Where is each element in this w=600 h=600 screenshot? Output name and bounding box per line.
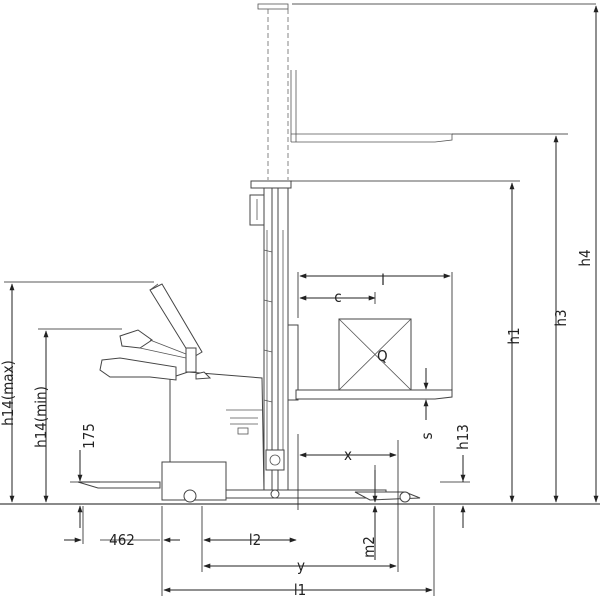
label-m2: m2 [360, 536, 378, 558]
label-462: 462 [109, 531, 135, 549]
label-l2: l2 [249, 531, 261, 549]
horizontal-dimensions [64, 273, 451, 593]
raised-mast-ghost [257, 3, 453, 180]
label-l: l [381, 271, 385, 289]
label-c: c [334, 288, 341, 306]
tiller-arm [99, 283, 203, 381]
label-h14-min: h14(min) [32, 386, 50, 448]
label-h1: h1 [505, 327, 523, 344]
label-h14-max: h14(max) [0, 360, 17, 426]
dimension-labels: h4 h3 h1 h13 s h14(max) h14(min) 175 m2 … [0, 249, 594, 599]
label-y: y [297, 557, 305, 575]
label-175: 175 [80, 423, 98, 449]
truck-body [77, 371, 421, 503]
extension-lines [4, 3, 596, 596]
label-h3: h3 [552, 309, 570, 326]
label-x: x [344, 446, 352, 464]
label-h4: h4 [576, 249, 594, 266]
vertical-dimensions [9, 5, 599, 560]
load-q-label: Q [377, 347, 388, 365]
label-h13: h13 [454, 424, 472, 450]
forks-and-load: Q [295, 318, 453, 400]
label-s: s [418, 432, 436, 439]
label-l1: l1 [294, 581, 306, 599]
